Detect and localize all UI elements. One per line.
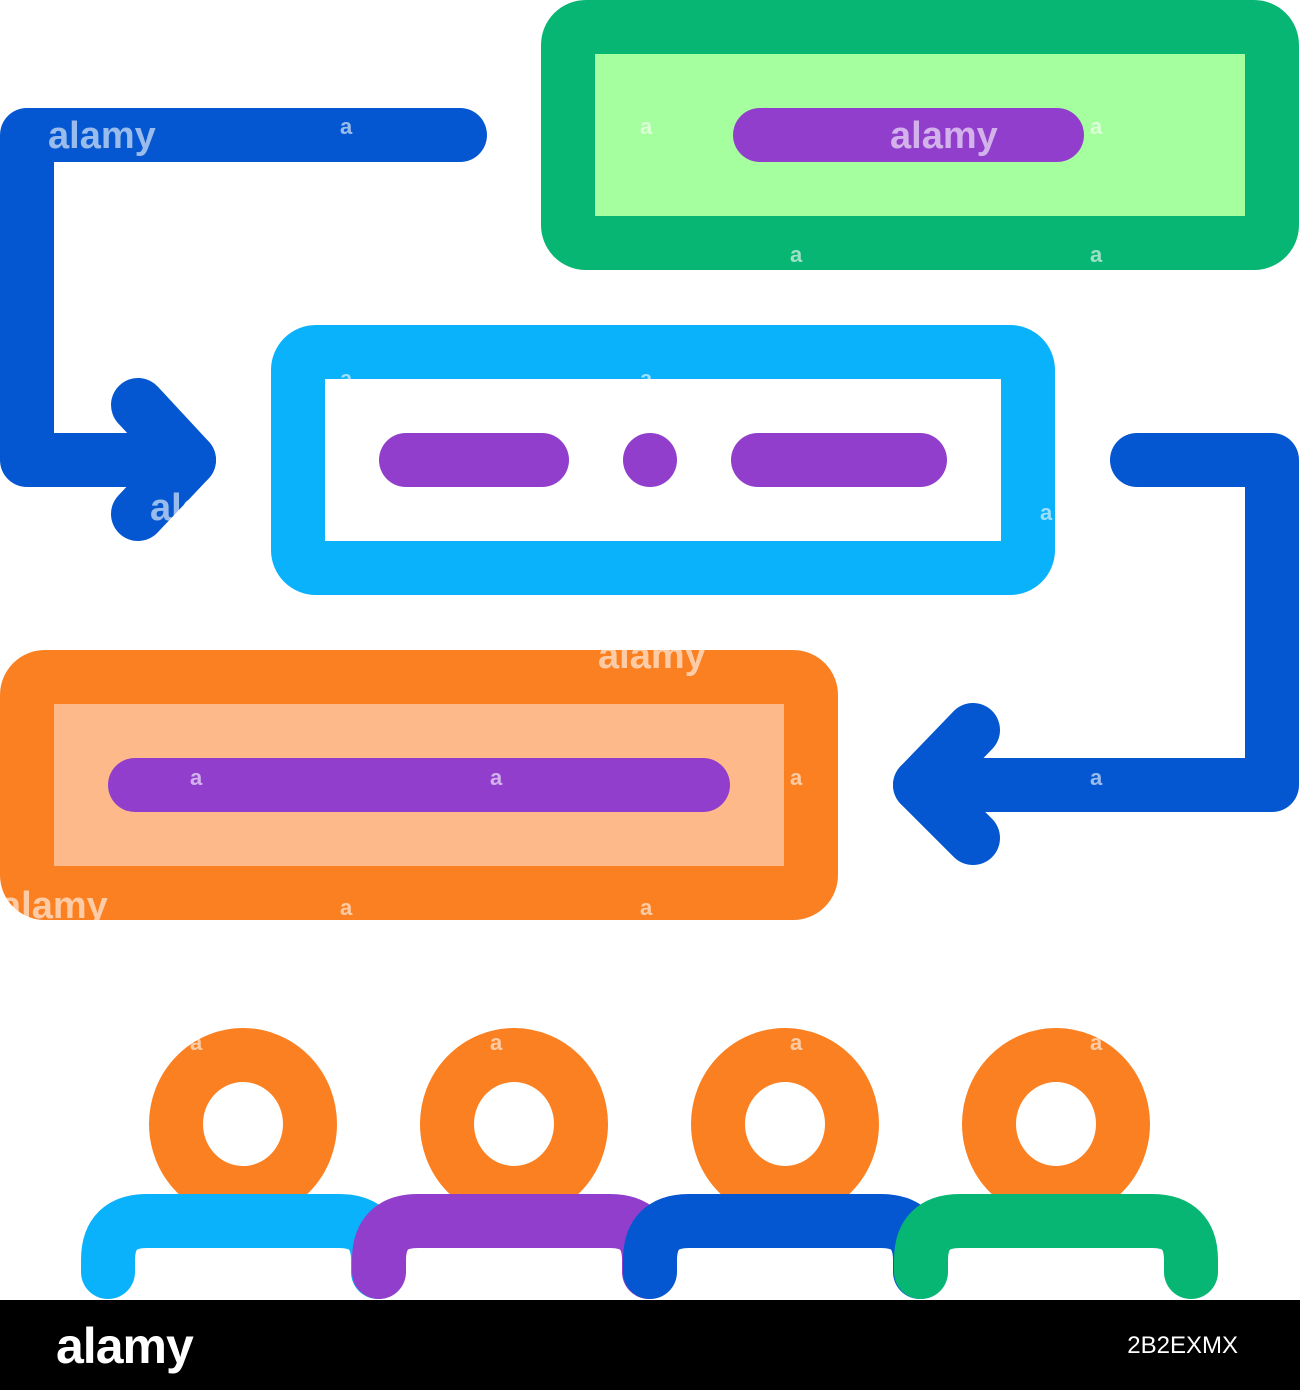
watermark-mark: a — [340, 114, 353, 139]
watermark-mark: a — [640, 114, 653, 139]
footer-image-code: 2B2EXMX — [1127, 1332, 1238, 1359]
person-1-shoulders — [81, 1194, 405, 1299]
watermark-brand: alamy — [0, 885, 108, 927]
watermark-brand: alamy — [48, 115, 156, 157]
person-2-shoulders — [352, 1194, 676, 1299]
stock-footer-bar: alamy 2B2EXMX — [0, 1300, 1300, 1390]
watermark-mark: a — [1040, 500, 1053, 525]
left-flow-arrow — [0, 108, 487, 541]
watermark-mark: a — [190, 765, 203, 790]
right-flow-arrow — [893, 433, 1299, 865]
watermark-mark: a — [1090, 1030, 1103, 1055]
watermark-brand: alamy — [890, 115, 998, 157]
footer-brand-logo: alamy — [56, 1318, 194, 1374]
watermark-mark: a — [790, 1030, 803, 1055]
watermark-overlay: alamy alamy alamy alamy alamy a a a a a … — [0, 114, 1103, 1055]
watermark-mark: a — [1090, 242, 1103, 267]
icon-canvas: alamy alamy alamy alamy alamy a a a a a … — [0, 0, 1299, 1299]
person-3-shoulders — [623, 1194, 947, 1299]
watermark-mark: a — [490, 765, 503, 790]
watermark-mark: a — [640, 895, 653, 920]
team-shoulders — [81, 1194, 1218, 1299]
watermark-mark: a — [1090, 765, 1103, 790]
person-1-head — [149, 1028, 337, 1220]
team-heads — [149, 1028, 1150, 1220]
cyan-process-box — [271, 325, 1055, 595]
watermark-brand: alamy — [150, 487, 258, 529]
person-4-shoulders — [894, 1194, 1218, 1299]
watermark-mark: a — [640, 366, 653, 391]
person-4-head — [962, 1028, 1150, 1220]
orange-process-box — [0, 650, 838, 920]
person-3-head — [691, 1028, 879, 1220]
watermark-brand: alamy — [598, 635, 706, 677]
watermark-mark: a — [1090, 114, 1103, 139]
watermark-mark: a — [340, 895, 353, 920]
watermark-mark: a — [790, 765, 803, 790]
person-2-head — [420, 1028, 608, 1220]
cyan-box-text-dot — [623, 433, 677, 487]
watermark-mark: a — [190, 1030, 203, 1055]
watermark-mark: a — [340, 366, 353, 391]
watermark-mark: a — [490, 1030, 503, 1055]
watermark-mark: a — [790, 242, 803, 267]
green-process-box — [541, 0, 1299, 270]
